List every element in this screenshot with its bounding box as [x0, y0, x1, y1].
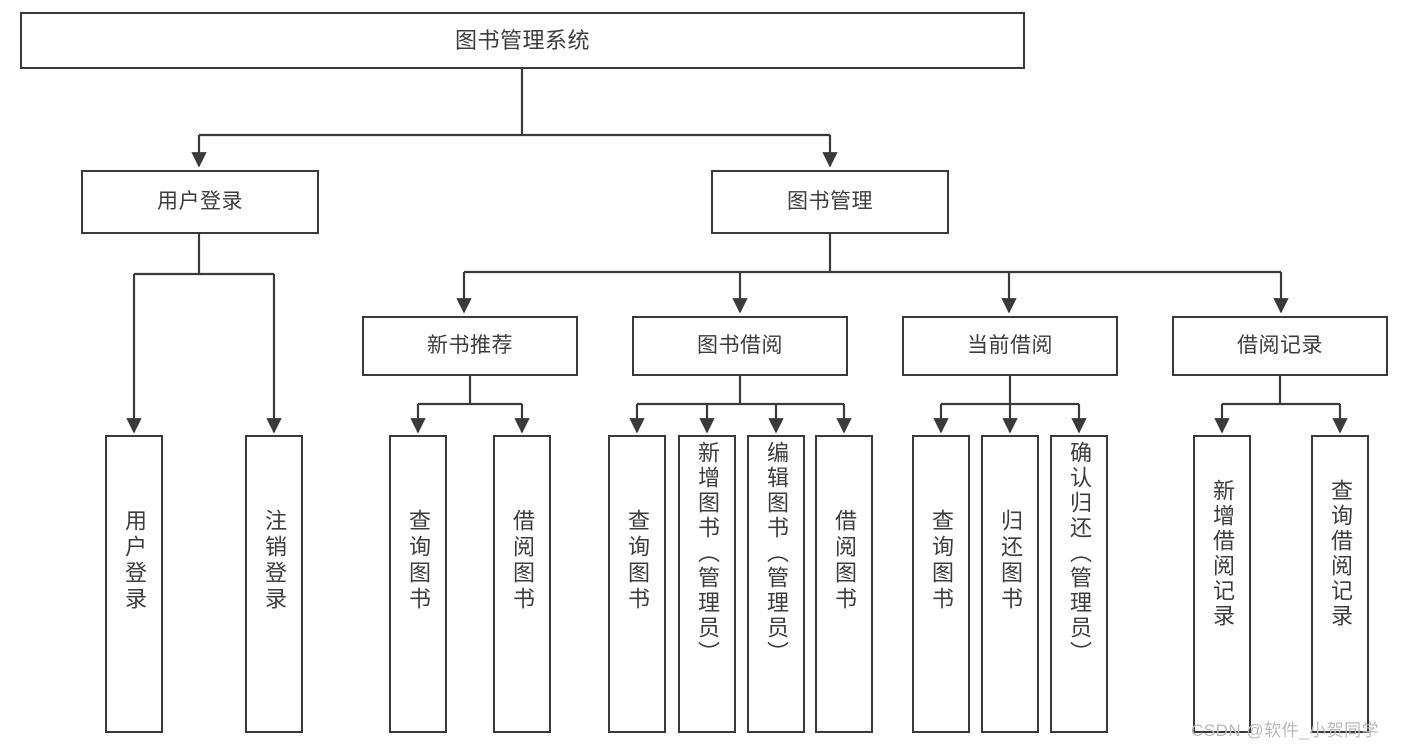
node-label: 图书管理系统: [454, 27, 590, 53]
node-label: 新增图书（管理员）: [695, 441, 720, 666]
node-label: 查询图书: [406, 509, 431, 613]
node-label: 用户登录: [157, 189, 243, 213]
node-label: 编辑图书（管理员）: [764, 441, 789, 666]
leaf-confirm-return-admin[interactable]: 确认归还（管理员）: [1050, 435, 1108, 733]
leaf-user-login[interactable]: 用户登录: [105, 435, 163, 733]
node-book-borrow[interactable]: 图书借阅: [632, 316, 848, 376]
node-label: 当前借阅: [967, 333, 1053, 357]
csdn-watermark: CSDN @软件_小贺同学: [1191, 721, 1380, 740]
leaf-query-borrow-record[interactable]: 查询借阅记录: [1311, 435, 1369, 733]
node-user-login[interactable]: 用户登录: [81, 170, 319, 234]
node-label: 注销登录: [262, 509, 287, 613]
leaf-logout-login[interactable]: 注销登录: [245, 435, 303, 733]
node-label: 查询图书: [625, 509, 650, 613]
node-new-book-recommend[interactable]: 新书推荐: [362, 316, 578, 376]
node-current-borrow[interactable]: 当前借阅: [902, 316, 1118, 376]
node-label: 借阅图书: [832, 509, 857, 613]
leaf-query-book-borrow[interactable]: 查询图书: [608, 435, 666, 733]
node-label: 确认归还（管理员）: [1067, 441, 1092, 666]
node-label: 借阅记录: [1237, 333, 1323, 357]
node-book-management[interactable]: 图书管理: [711, 170, 949, 234]
node-label: 查询图书: [929, 509, 954, 613]
node-label: 新增借阅记录: [1210, 479, 1235, 629]
leaf-return-book[interactable]: 归还图书: [981, 435, 1039, 733]
leaf-add-book-admin[interactable]: 新增图书（管理员）: [678, 435, 736, 733]
node-label: 图书管理: [787, 189, 873, 213]
node-label: 用户登录: [122, 509, 147, 613]
node-label: 查询借阅记录: [1328, 479, 1353, 629]
node-label: 归还图书: [998, 509, 1023, 613]
leaf-borrow-book-new-recommend[interactable]: 借阅图书: [493, 435, 551, 733]
node-borrow-record[interactable]: 借阅记录: [1172, 316, 1388, 376]
leaf-query-book-current[interactable]: 查询图书: [912, 435, 970, 733]
leaf-query-book-new-recommend[interactable]: 查询图书: [389, 435, 447, 733]
leaf-borrow-book-borrow[interactable]: 借阅图书: [815, 435, 873, 733]
node-label: 借阅图书: [510, 509, 535, 613]
node-label: 图书借阅: [697, 333, 783, 357]
leaf-edit-book-admin[interactable]: 编辑图书（管理员）: [747, 435, 805, 733]
node-label: 新书推荐: [427, 333, 513, 357]
leaf-add-borrow-record[interactable]: 新增借阅记录: [1193, 435, 1251, 733]
node-root-book-management-system[interactable]: 图书管理系统: [20, 12, 1025, 69]
